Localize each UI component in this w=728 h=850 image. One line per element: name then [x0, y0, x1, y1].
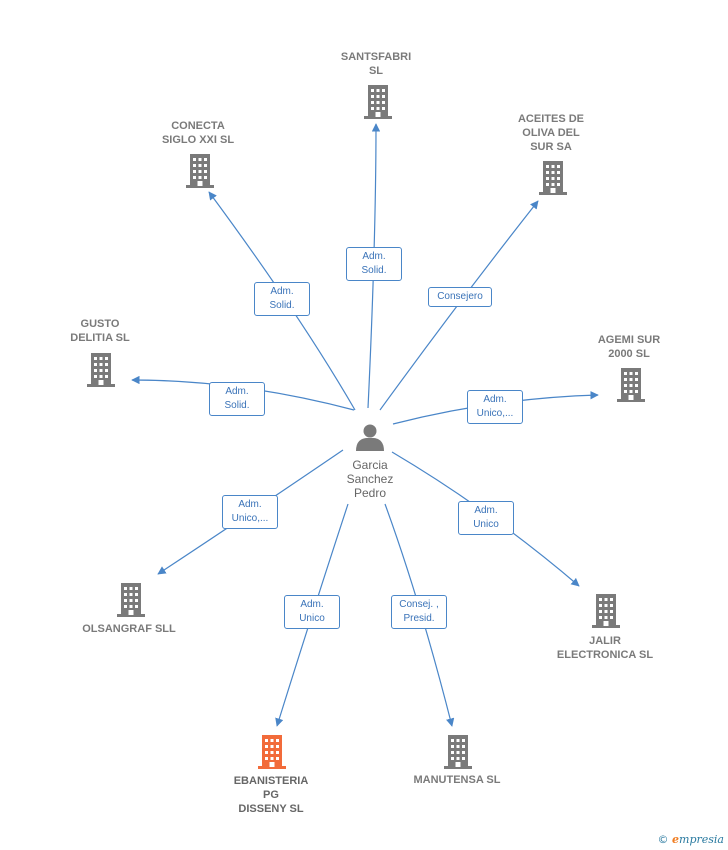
person-icon[interactable]	[356, 424, 384, 452]
company-name-agemi[interactable]: AGEMI SUR 2000 SL	[597, 334, 661, 360]
company-name-olsangraf[interactable]: OLSANGRAF SLL	[82, 623, 176, 635]
role-badge-aceites[interactable]: Consejero	[428, 286, 492, 307]
brand-name: mpresia	[679, 833, 724, 846]
building-icon-conecta[interactable]	[186, 154, 214, 188]
role-badge-santsfabri[interactable]: Adm. Solid.	[346, 247, 402, 281]
building-icon-ebanisteria[interactable]	[258, 735, 286, 769]
copyright-symbol: ©	[657, 833, 669, 846]
role-badge-gusto[interactable]: Adm. Solid.	[209, 382, 265, 416]
role-badge-jalir[interactable]: Adm. Unico	[458, 501, 514, 535]
company-name-aceites[interactable]: ACEITES DE OLIVA DEL SUR SA	[517, 113, 584, 153]
building-icon-olsangraf[interactable]	[117, 583, 145, 617]
building-icon-santsfabri[interactable]	[364, 85, 392, 119]
brand-initial: e	[672, 833, 680, 846]
company-name-jalir[interactable]: JALIR ELECTRONICA SL	[556, 635, 654, 661]
building-icon-aceites[interactable]	[539, 161, 567, 195]
company-name-santsfabri[interactable]: SANTSFABRI SL	[340, 51, 412, 77]
company-name-conecta[interactable]: CONECTA SIGLO XXI SL	[161, 120, 235, 146]
role-badge-agemi[interactable]: Adm. Unico,...	[467, 390, 523, 424]
building-icon-jalir[interactable]	[592, 594, 620, 628]
center-person-name[interactable]: Garcia Sanchez Pedro	[346, 458, 394, 500]
company-name-manutensa[interactable]: MANUTENSA SL	[413, 774, 501, 786]
building-icon-agemi[interactable]	[617, 368, 645, 402]
building-icon-manutensa[interactable]	[444, 735, 472, 769]
role-badge-conecta[interactable]: Adm. Solid.	[254, 282, 310, 316]
role-badge-olsangraf[interactable]: Adm. Unico,...	[222, 495, 278, 529]
company-name-gusto[interactable]: GUSTO DELITIA SL	[70, 318, 130, 344]
role-badge-manutensa[interactable]: Consej. , Presid.	[391, 595, 447, 629]
role-badge-ebanisteria[interactable]: Adm. Unico	[284, 595, 340, 629]
brand-watermark: © empresia	[658, 833, 724, 846]
building-icon-gusto[interactable]	[87, 353, 115, 387]
company-name-ebanisteria[interactable]: EBANISTERIA PG DISSENY SL	[233, 775, 309, 815]
